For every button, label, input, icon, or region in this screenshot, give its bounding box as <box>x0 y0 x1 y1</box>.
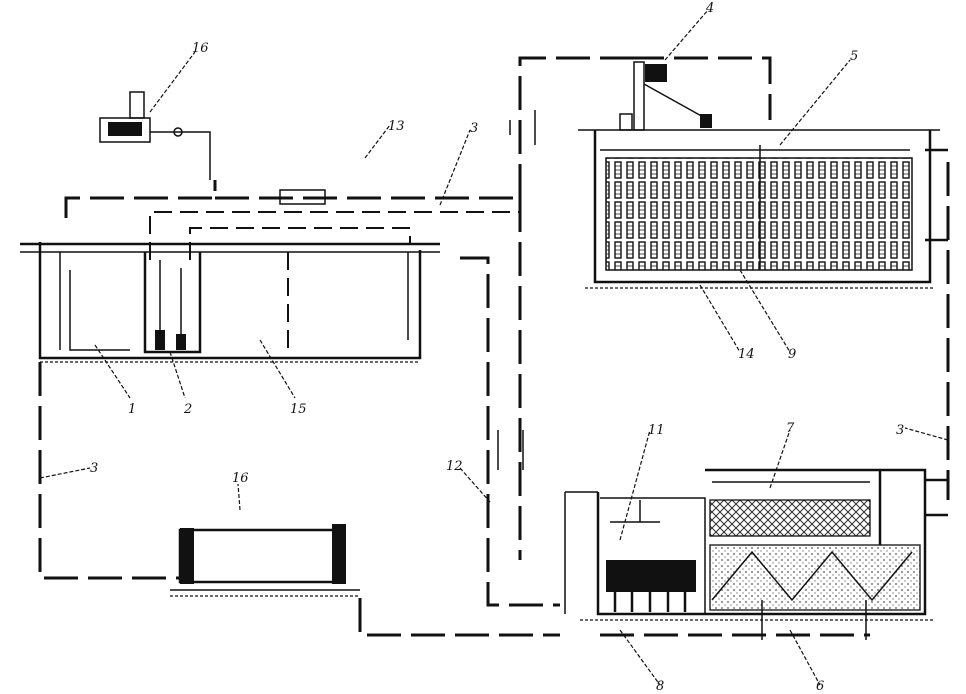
flow-meter <box>279 189 326 205</box>
leader-4 <box>664 9 709 61</box>
label-14: 14 <box>738 347 755 362</box>
tank-11-inlet <box>564 491 598 614</box>
label-3b: 3 <box>470 121 478 136</box>
connecting-pipes <box>38 56 950 637</box>
tank-2-pump-a <box>155 330 165 350</box>
label-4: 4 <box>705 1 714 16</box>
leader-3a <box>39 467 91 479</box>
blower-motor <box>108 122 142 136</box>
tank-6-hopper-lines <box>711 550 913 602</box>
leader-5 <box>779 59 851 146</box>
callout-labels: 1 2 15 3 13 3 16 4 5 14 9 3 7 11 12 8 6 … <box>90 1 904 694</box>
upper-tank-outline <box>593 130 932 284</box>
leader-15 <box>259 339 296 399</box>
tank-6-drains <box>761 600 867 640</box>
lower-right-tank <box>564 468 948 640</box>
equipment-16-blower <box>99 51 211 180</box>
leader-13 <box>364 124 391 159</box>
pipe-third-horizontal <box>189 227 411 260</box>
pipe-left-down <box>38 362 180 580</box>
tank-7-upper-media <box>709 499 871 537</box>
leader-3c <box>904 427 949 441</box>
label-2: 2 <box>183 402 192 417</box>
upper-tank-media <box>605 157 913 271</box>
leader-2 <box>169 351 186 399</box>
equipment-4-hoist <box>619 9 712 131</box>
blower-body <box>99 117 151 143</box>
tank-7-side-pipe <box>878 470 948 545</box>
tank-16-left-stack <box>180 528 194 584</box>
leader-8 <box>619 629 661 686</box>
label-16-bottom: 16 <box>232 471 249 486</box>
label-3a: 3 <box>90 461 98 476</box>
leader-lines <box>39 59 949 686</box>
tank-11-legs <box>613 592 687 612</box>
pipe-valve-marks <box>509 110 536 145</box>
lower-tank-outline <box>596 468 927 616</box>
label-7: 7 <box>786 421 795 436</box>
tank-16-right-stack <box>332 524 346 584</box>
upper-tank-side-pipe <box>925 148 948 242</box>
tank-11-compartment <box>600 497 706 614</box>
leader-12 <box>459 467 491 503</box>
pipe-bottom-run <box>358 598 560 637</box>
tank-11-inner <box>610 500 660 523</box>
leader-1 <box>94 344 131 399</box>
label-6: 6 <box>816 679 824 694</box>
left-top-pipes <box>64 180 520 260</box>
pipe-up-to-top <box>518 56 630 198</box>
blower-valve <box>173 127 183 137</box>
leader-9 <box>739 269 791 353</box>
label-16-top: 16 <box>192 41 209 56</box>
left-tank-group <box>20 242 440 363</box>
label-12: 12 <box>446 459 463 474</box>
leader-16-bottom <box>237 483 241 511</box>
left-tank-outline <box>38 242 422 360</box>
label-9: 9 <box>788 347 796 362</box>
hoist-hook <box>700 114 712 128</box>
tank-2-pump-b <box>176 334 186 350</box>
bottom-left-tank <box>170 524 360 597</box>
leader-14 <box>699 284 741 353</box>
upper-right-tank <box>578 129 948 289</box>
label-13: 13 <box>388 119 405 134</box>
blower-stack <box>129 91 145 119</box>
pipe-middle-down <box>460 256 560 607</box>
label-5: 5 <box>850 49 858 64</box>
pipe-second-horizontal <box>149 211 520 260</box>
label-11: 11 <box>648 423 665 438</box>
hoist-base <box>619 113 633 131</box>
tank-16-body <box>178 528 344 584</box>
tank-11-filter-block <box>606 560 696 592</box>
pipe-top-right <box>630 56 772 120</box>
pipe-to-blower <box>64 180 217 218</box>
leader-6 <box>789 629 821 686</box>
label-1: 1 <box>128 402 136 417</box>
tank-2-wall <box>143 252 202 354</box>
tank-2-risers <box>159 260 182 334</box>
hoist-motor <box>645 64 667 82</box>
leader-7 <box>769 429 791 489</box>
tank-6-lower-media <box>709 544 921 611</box>
tank-1-baffle <box>59 252 130 351</box>
label-8: 8 <box>656 679 664 694</box>
leader-16-top <box>149 51 196 113</box>
blower-outlet <box>150 131 211 180</box>
hoist-arm <box>643 83 706 119</box>
leader-3b <box>439 129 471 206</box>
label-3c: 3 <box>896 423 904 438</box>
pipe-mid-markers <box>497 430 524 470</box>
hoist-column <box>633 61 645 131</box>
label-15: 15 <box>290 402 307 417</box>
leader-11 <box>619 429 651 541</box>
